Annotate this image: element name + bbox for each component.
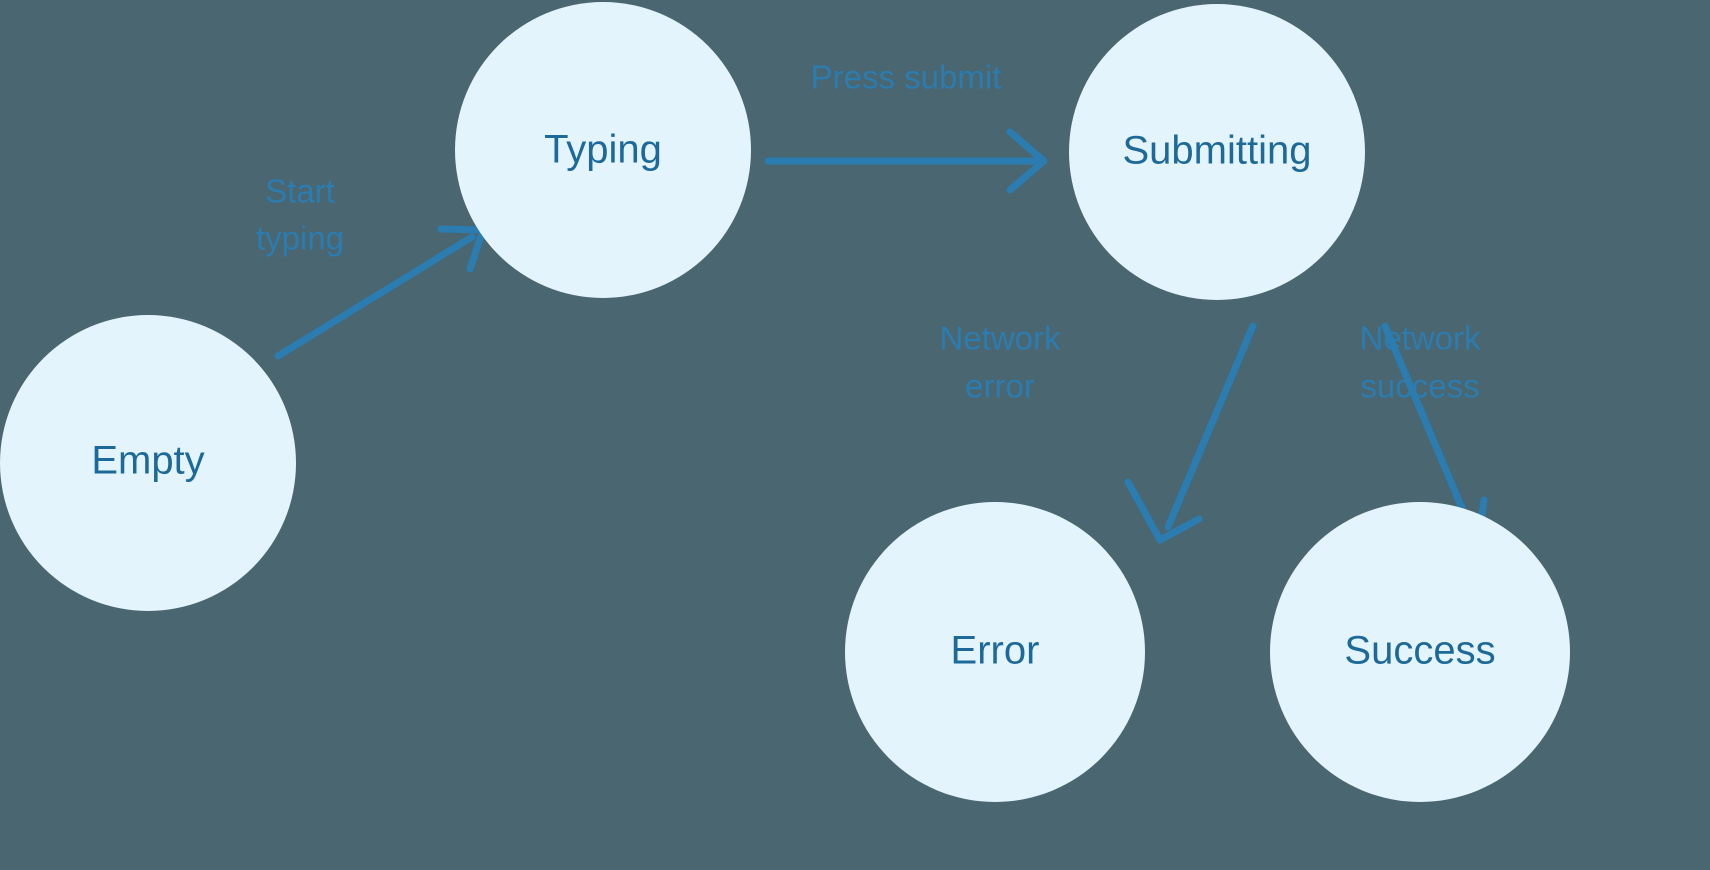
- node-submitting[interactable]: Submitting: [1069, 4, 1365, 300]
- edge-label-network-error: Network error: [939, 320, 1061, 405]
- node-label-success: Success: [1344, 629, 1495, 673]
- node-circle[interactable]: [845, 502, 1145, 802]
- edge-label-start-typing: Start typing: [256, 173, 344, 257]
- edge-typing-to-submitting: [764, 128, 1048, 194]
- node-empty[interactable]: Empty: [0, 315, 296, 611]
- edge-label-line1: Start: [265, 173, 335, 210]
- edge-label-line2: typing: [256, 220, 344, 257]
- node-circle[interactable]: [1270, 502, 1570, 802]
- edge-label-line2: error: [965, 368, 1035, 405]
- node-success[interactable]: Success: [1270, 502, 1570, 802]
- edge-submitting-to-error: [1124, 322, 1257, 544]
- edge-line: [1381, 322, 1474, 531]
- node-label-error: Error: [951, 629, 1040, 673]
- edge-label-press-submit: Press submit: [811, 59, 1002, 96]
- arrowhead-icon: [1006, 128, 1048, 194]
- node-error[interactable]: Error: [845, 502, 1145, 802]
- edge-label-line1: Press submit: [811, 59, 1002, 96]
- arrowhead-icon: [1124, 478, 1203, 544]
- node-label-empty: Empty: [91, 439, 204, 483]
- node-typing[interactable]: Typing: [455, 2, 751, 298]
- edge-label-line2: success: [1360, 368, 1479, 405]
- node-circle[interactable]: [0, 315, 296, 611]
- edge-line: [274, 233, 476, 360]
- node-circle[interactable]: [1069, 4, 1365, 300]
- node-label-typing: Typing: [544, 128, 662, 172]
- node-label-submitting: Submitting: [1123, 129, 1312, 173]
- node-circle[interactable]: [455, 2, 751, 298]
- edge-label-line1: Network: [1359, 320, 1481, 357]
- edge-label-line1: Network: [939, 320, 1061, 357]
- edge-label-network-success: Network success: [1359, 320, 1481, 405]
- edge-line: [1164, 322, 1257, 531]
